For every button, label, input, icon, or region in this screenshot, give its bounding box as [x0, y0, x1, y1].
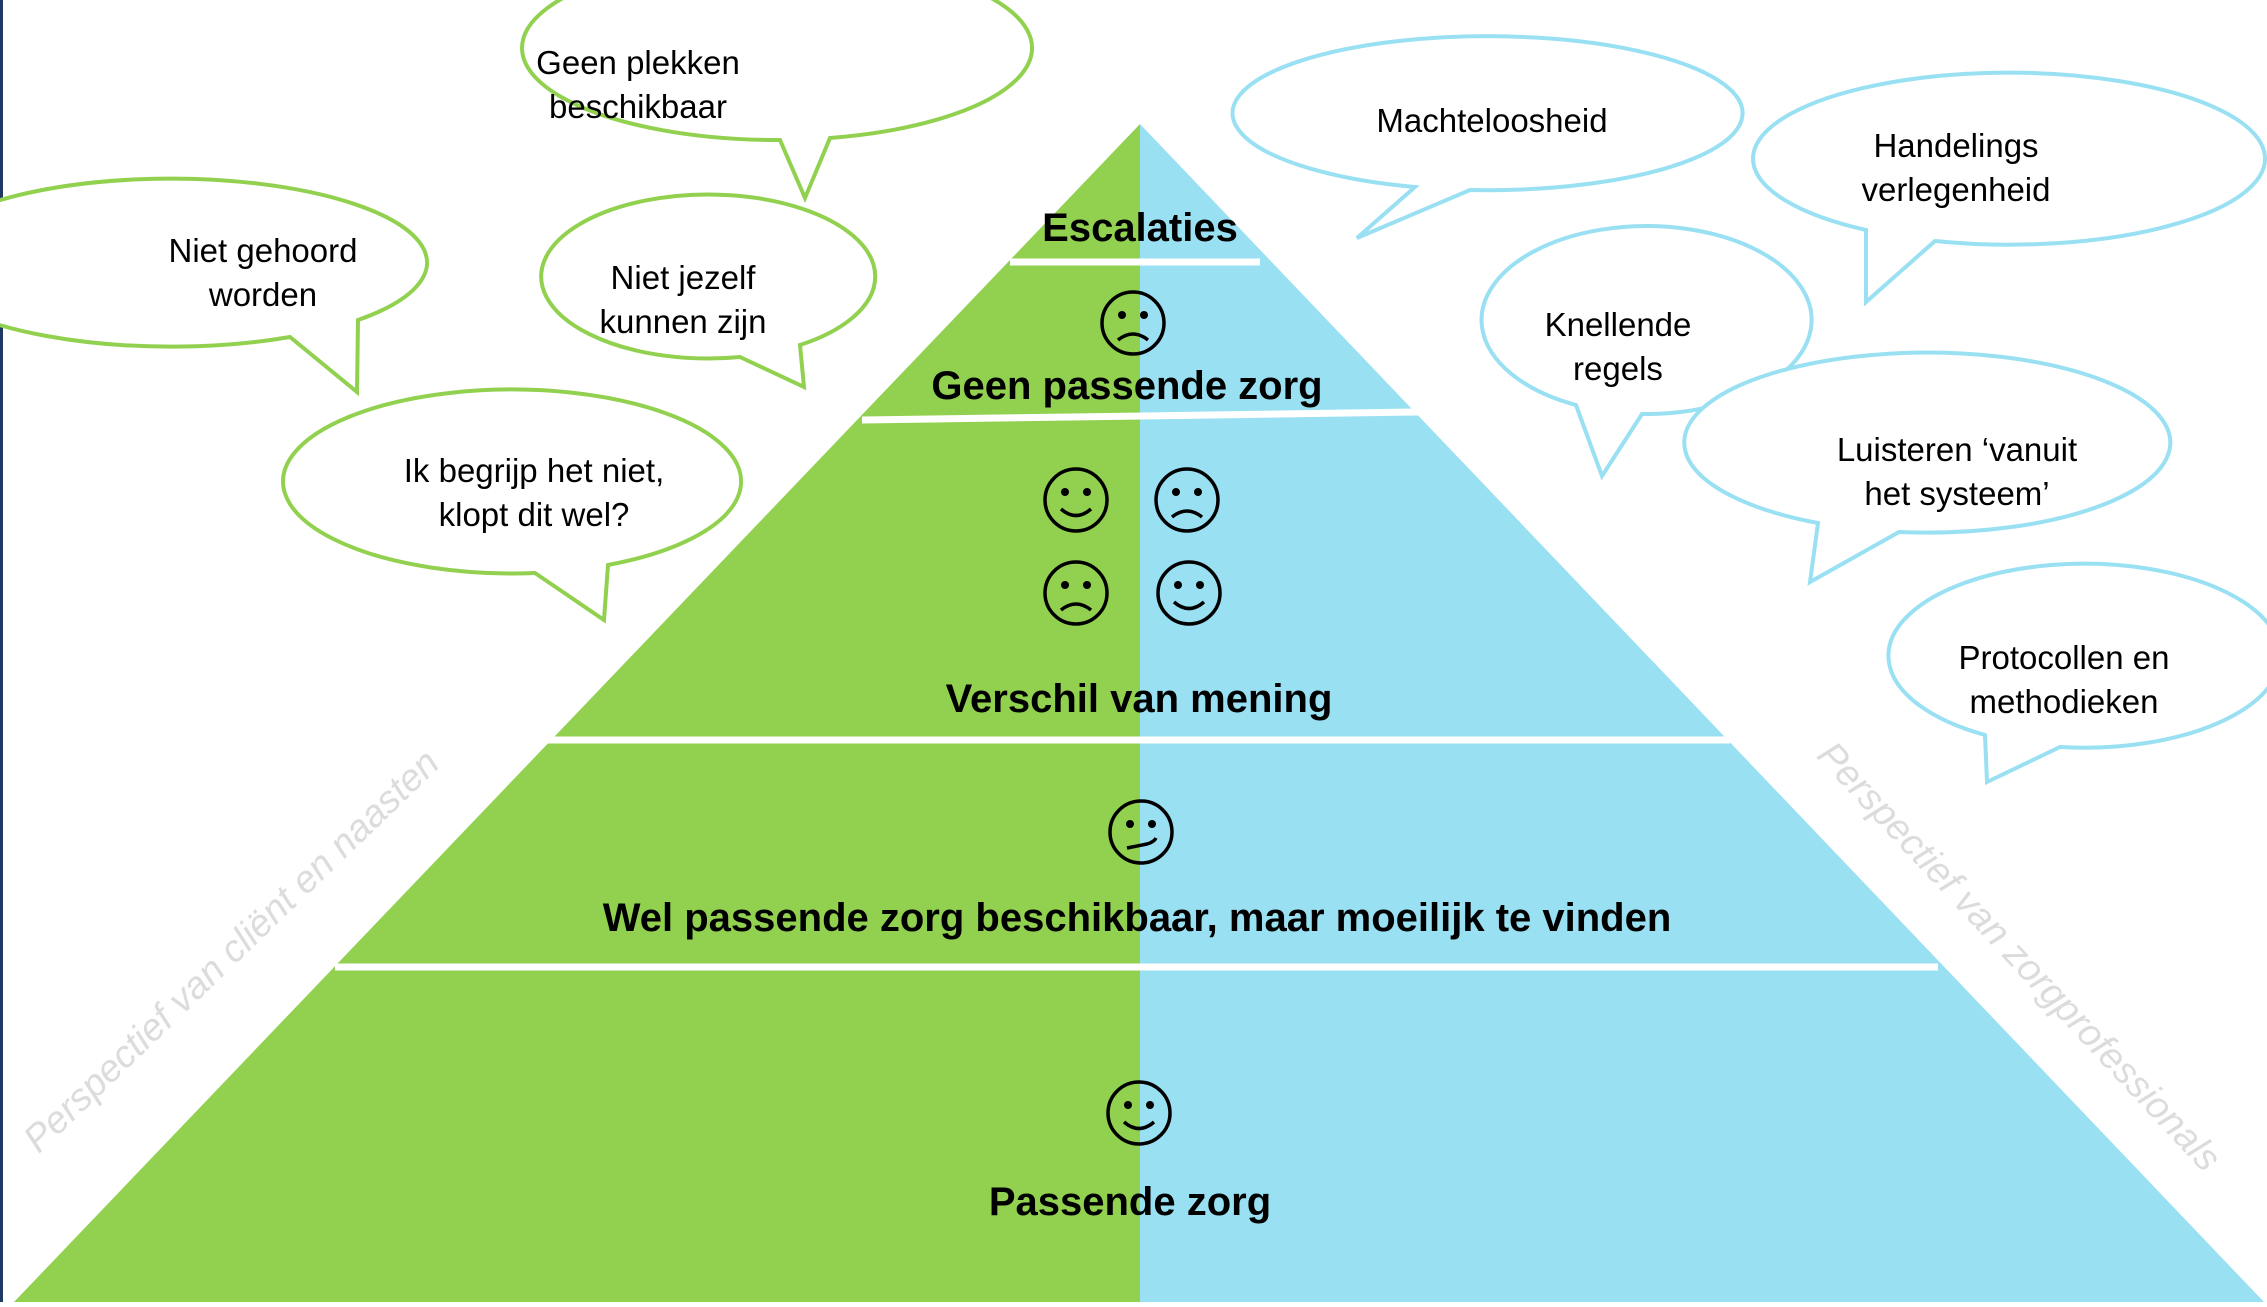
svg-text:Machteloosheid: Machteloosheid: [1376, 102, 1607, 139]
bubble-text-line: klopt dit wel?: [439, 496, 630, 533]
speech-bubble-protocollen: Protocollen en methodieken: [1886, 561, 2267, 786]
speech-bubble-niet-jezelf: Niet jezelf kunnen zijn: [539, 192, 878, 391]
level-separator: [861, 408, 1419, 424]
bubble-text-line: Knellende: [1545, 306, 1692, 343]
happy-face-icon: [1043, 467, 1109, 533]
speech-bubble-niet-gehoord: Niet gehoord worden: [0, 176, 429, 397]
svg-text:Ik begrijp het niet,klopt dit: Ik begrijp het niet, klopt dit wel?: [404, 452, 665, 533]
bubble-text-line: Ik begrijp het niet,: [404, 452, 665, 489]
speech-bubble-luisteren: Luisteren ‘vanuit het systeem’: [1682, 350, 2173, 586]
speech-bubble-handelings-verlegenheid: Handelings verlegenheid: [1751, 70, 2267, 307]
left-edge-rule: [0, 0, 3, 1302]
sad-face-icon: [1100, 290, 1166, 356]
bubble-text-line: Niet jezelf: [611, 259, 757, 296]
pyramid-right-half: [1140, 124, 2264, 1302]
bubble-text-line: Luisteren ‘vanuit: [1837, 431, 2077, 468]
bubble-text-line: Niet gehoord: [169, 232, 358, 269]
bubble-text-line: kunnen zijn: [600, 303, 767, 340]
pyramid: [14, 124, 2264, 1302]
level-label-passende-zorg: Passende zorg: [989, 1180, 1271, 1224]
bubble-text-line: worden: [208, 276, 317, 313]
speech-bubble-machteloosheid: Machteloosheid: [1230, 34, 1745, 240]
speech-bubble-ik-begrijp: Ik begrijp het niet, klopt dit wel?: [281, 387, 744, 624]
unsure-face-icon: [1108, 799, 1174, 865]
level-label-verschil-van-mening: Verschil van mening: [946, 677, 1333, 721]
bubble-text-line: beschikbaar: [549, 88, 727, 125]
bubble-text-line: verlegenheid: [1862, 171, 2051, 208]
bubble-text-line: methodieken: [1970, 683, 2159, 720]
happy-face-icon: [1106, 1080, 1172, 1146]
bubble-text-line: regels: [1573, 350, 1663, 387]
level-label-wel-passende-zorg: Wel passende zorg beschikbaar, maar moei…: [603, 896, 1672, 940]
bubble-text-line: het systeem’: [1864, 475, 2049, 512]
speech-bubble-geen-plekken: Geen plekken beschikbaar: [520, 0, 1035, 204]
bubble-text-line: Machteloosheid: [1376, 102, 1607, 139]
level-label-geen-passende-zorg: Geen passende zorg: [931, 364, 1322, 408]
happy-face-icon: [1156, 560, 1222, 626]
level-label-escalaties: Escalaties: [1042, 206, 1238, 250]
bubble-text-line: Protocollen en: [1959, 639, 2170, 676]
sad-face-icon: [1043, 560, 1109, 626]
sad-face-icon: [1154, 467, 1220, 533]
bubble-text-line: Handelings: [1873, 127, 2038, 164]
pyramid-left-half: [14, 124, 1140, 1302]
bubble-text-line: Geen plekken: [536, 44, 740, 81]
